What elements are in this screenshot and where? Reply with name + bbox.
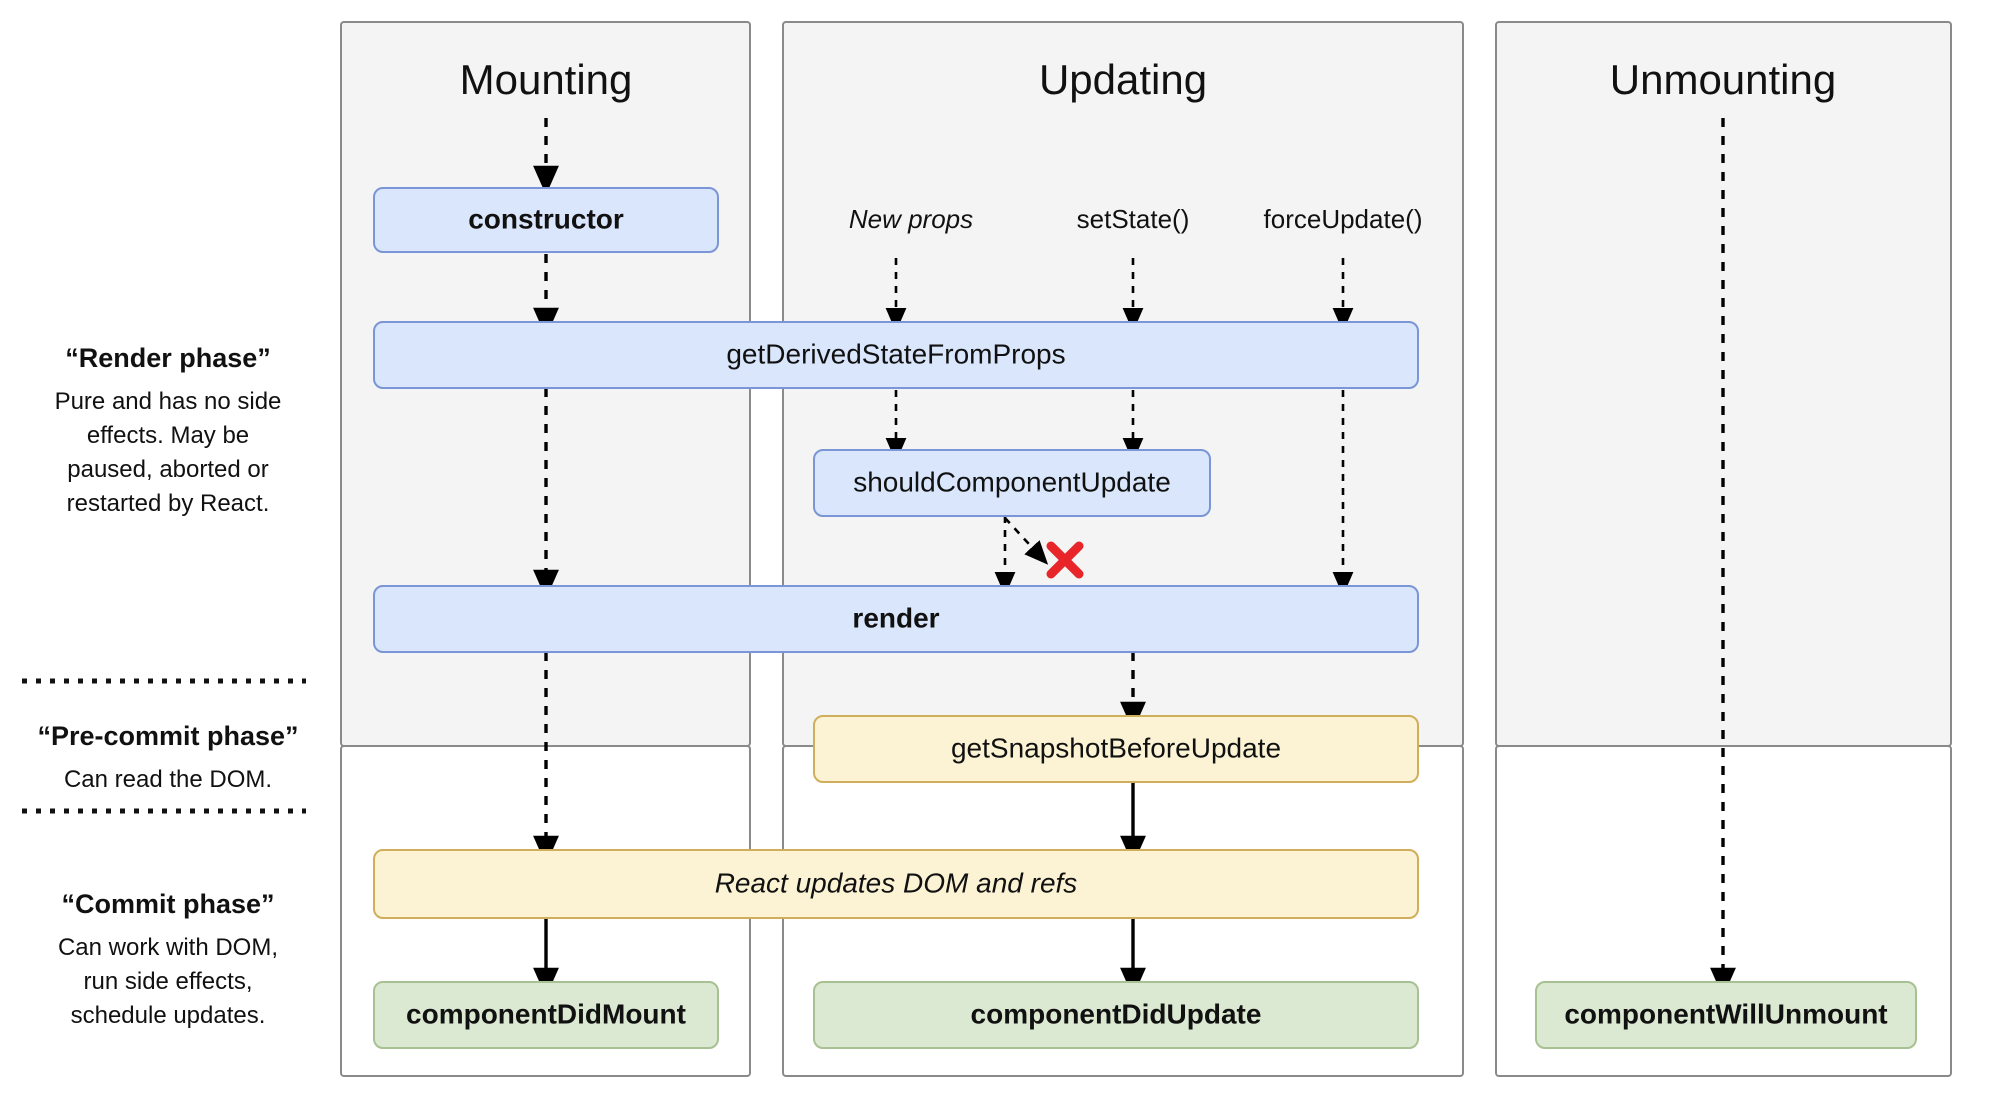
phase-desc-render-line-1: Pure and has no side	[55, 388, 282, 415]
node-component-did-mount-label: componentDidMount	[406, 998, 686, 1029]
node-should-component-update-label: shouldComponentUpdate	[853, 466, 1171, 497]
node-get-snapshot-before-update[interactable]: getSnapshotBeforeUpdate	[813, 715, 1419, 783]
trigger-label-new-props: New props	[849, 204, 973, 234]
phase-desc-commit-line-3: schedule updates.	[71, 1002, 266, 1029]
trigger-label-set-state: setState()	[1077, 204, 1190, 234]
trigger-label-force-update: forceUpdate()	[1264, 204, 1423, 234]
node-get-snapshot-before-update-label: getSnapshotBeforeUpdate	[951, 732, 1281, 763]
node-get-derived-state-from-props[interactable]: getDerivedStateFromProps	[373, 321, 1419, 389]
phase-desc-commit-line-2: run side effects,	[84, 968, 253, 995]
column-title-updating: Updating	[1039, 56, 1207, 103]
phase-desc-pre-commit-line-1: Can read the DOM.	[64, 766, 272, 793]
node-react-updates-dom-label: React updates DOM and refs	[715, 867, 1078, 898]
node-component-will-unmount[interactable]: componentWillUnmount	[1535, 981, 1917, 1049]
unmounting-panel-gray	[1495, 21, 1952, 747]
node-component-will-unmount-label: componentWillUnmount	[1564, 998, 1887, 1029]
phase-desc-render-line-3: paused, aborted or	[67, 456, 268, 483]
phase-desc-render-line-4: restarted by React.	[67, 490, 270, 517]
node-component-did-update[interactable]: componentDidUpdate	[813, 981, 1419, 1049]
phase-title-pre-commit: “Pre-commit phase”	[37, 721, 298, 751]
phase-desc-commit-line-1: Can work with DOM,	[58, 934, 278, 961]
node-constructor-label: constructor	[468, 203, 624, 234]
phase-pre-commit-phase: “Pre-commit phase” Can read the DOM.	[37, 721, 298, 793]
phase-title-commit: “Commit phase”	[61, 889, 274, 919]
skip-render-x-icon	[1046, 541, 1084, 579]
node-render[interactable]: render	[373, 585, 1419, 653]
node-get-derived-state-from-props-label: getDerivedStateFromProps	[726, 338, 1065, 369]
node-render-label: render	[852, 602, 939, 633]
phase-legend: “Render phase” Pure and has no side effe…	[22, 343, 306, 1029]
phase-title-render: “Render phase”	[65, 343, 271, 373]
phase-desc-render-line-2: effects. May be	[87, 422, 249, 449]
node-constructor[interactable]: constructor	[373, 187, 719, 253]
arrow-scu-abort-branch	[1004, 517, 1049, 565]
phase-render-phase: “Render phase” Pure and has no side effe…	[55, 343, 282, 517]
column-title-unmounting: Unmounting	[1610, 56, 1836, 103]
phase-commit-phase: “Commit phase” Can work with DOM, run si…	[58, 889, 278, 1029]
node-react-updates-dom[interactable]: React updates DOM and refs	[373, 849, 1419, 919]
column-title-mounting: Mounting	[460, 56, 633, 103]
node-component-did-update-label: componentDidUpdate	[971, 998, 1262, 1029]
node-component-did-mount[interactable]: componentDidMount	[373, 981, 719, 1049]
node-should-component-update[interactable]: shouldComponentUpdate	[813, 449, 1211, 517]
